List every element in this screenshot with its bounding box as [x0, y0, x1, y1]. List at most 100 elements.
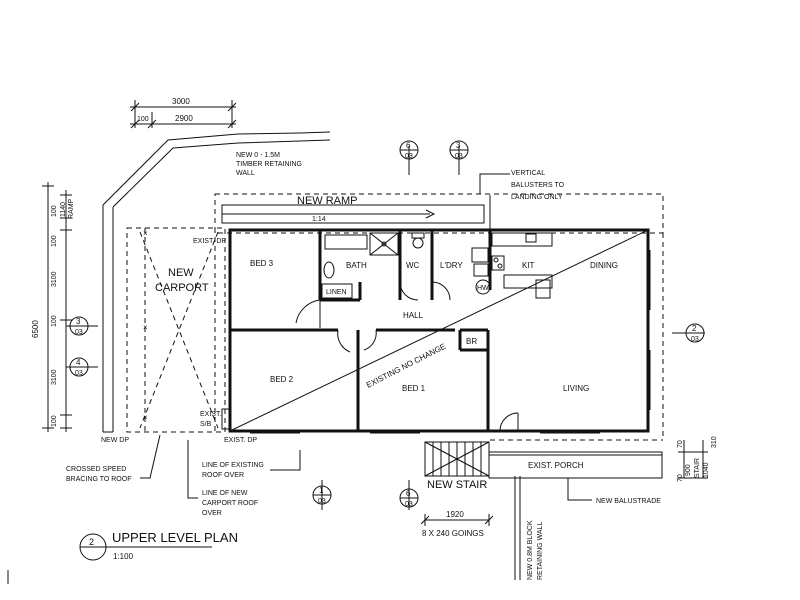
room-bed1: BED 1: [402, 384, 426, 393]
top-dimension-group: 3000 100 2900: [130, 97, 237, 129]
kitchen-bench-top: [491, 232, 553, 247]
house-walls: [228, 228, 650, 433]
hot-water-label: HW: [477, 285, 489, 292]
room-wc: WC: [406, 261, 420, 270]
new-dp: NEW DP: [101, 437, 129, 444]
svg-text:×: ×: [143, 413, 148, 422]
new-ramp-label: NEW RAMP: [297, 195, 358, 207]
line-of-new-carport-note: LINE OF NEW CARPORT ROOF OVER: [187, 440, 258, 517]
sink: [525, 233, 537, 243]
svg-text:03: 03: [691, 336, 699, 343]
svg-text:LINE OF EXISTING: LINE OF EXISTING: [202, 462, 264, 469]
existing-roof-outline-top: [214, 193, 664, 234]
room-kitchen: KIT: [522, 261, 535, 270]
dim-100-b: 100: [51, 235, 58, 247]
line-of-existing-roof-note: LINE OF EXISTING ROOF OVER: [202, 450, 301, 479]
room-bed3: BED 3: [250, 259, 274, 268]
dim-1140: 1140: [60, 202, 67, 217]
title-number: 2: [89, 537, 94, 547]
retaining-wall-note: NEW 0 - 1.5M TIMBER RETAINING WALL: [236, 152, 302, 177]
svg-text:900: 900: [685, 464, 692, 476]
svg-text:4: 4: [76, 358, 81, 367]
svg-text:NEW BALUSTRADE: NEW BALUSTRADE: [596, 498, 661, 505]
carport-labels: NEW CARPORT EXIST. DP EXIST. S/B EXIST. …: [101, 238, 257, 444]
exist-sb-line-1: EXIST.: [200, 411, 221, 418]
svg-text:RETAINING WALL: RETAINING WALL: [537, 522, 544, 580]
svg-text:3: 3: [456, 141, 461, 150]
new-balustrade-note: NEW BALUSTRADE: [567, 478, 661, 505]
svg-text:VERTICAL: VERTICAL: [511, 170, 545, 177]
stair-dimension: 1920 8 X 240 GOINGS: [420, 510, 494, 538]
windows: [250, 250, 651, 434]
retaining-note-line-2: TIMBER RETAINING: [236, 161, 302, 168]
dim-3100-a: 3100: [51, 271, 58, 287]
existing-no-change-line: [229, 229, 649, 432]
exist-dp-top: EXIST. DP: [193, 238, 226, 245]
section-marker-3-top: 3 03: [449, 140, 469, 175]
speed-bracing-2: [139, 231, 219, 429]
svg-text:OVER: OVER: [202, 510, 222, 517]
svg-text:CROSSED SPEED: CROSSED SPEED: [66, 466, 126, 473]
room-labels: BED 3 BATH WC L'DRY KIT DINING LINEN HW …: [250, 259, 618, 393]
section-marker-2-right: 2 03: [672, 323, 705, 343]
section-marker-6-top: 6 03: [399, 140, 419, 175]
svg-text:03: 03: [405, 153, 413, 160]
dim-6500: 6500: [31, 320, 40, 338]
shower: [369, 232, 399, 256]
svg-text:03: 03: [75, 370, 83, 377]
svg-text:03: 03: [455, 153, 463, 160]
svg-text:6: 6: [406, 141, 411, 150]
new-stair: NEW STAIR: [424, 441, 490, 491]
section-marker-4-left: 4 03: [66, 357, 98, 377]
exist-porch: EXIST. PORCH: [488, 451, 663, 479]
retaining-note-line-3: WALL: [236, 170, 255, 177]
svg-text:CARPORT ROOF: CARPORT ROOF: [202, 500, 258, 507]
svg-text:ROOF OVER: ROOF OVER: [202, 472, 244, 479]
svg-text:LINE OF NEW: LINE OF NEW: [202, 490, 248, 497]
room-dining: DINING: [590, 261, 618, 270]
new-carport-line-2: CARPORT: [155, 282, 209, 294]
new-stair-label: NEW STAIR: [427, 479, 487, 491]
basin: [323, 261, 335, 279]
exist-porch-label: EXIST. PORCH: [528, 461, 584, 470]
dim-2900: 2900: [175, 114, 193, 123]
left-dimension-group: 6500 100 1140 RAMP 100 3100 100 3100 100: [31, 182, 75, 432]
carport-roof-outline: [126, 227, 226, 433]
dim-3000: 3000: [172, 97, 190, 106]
svg-text:2: 2: [692, 324, 697, 333]
svg-text:STAIR: STAIR: [694, 458, 701, 478]
new-ramp: NEW RAMP 1:14: [221, 195, 485, 224]
hot-water-unit: [475, 279, 491, 295]
svg-text:1: 1: [319, 486, 324, 495]
bathtub: [324, 234, 368, 250]
svg-text:1040: 1040: [703, 462, 710, 478]
timber-retaining-wall: [102, 131, 331, 433]
section-marker-6-bottom: 6 03: [399, 480, 419, 510]
svg-text:03: 03: [405, 501, 413, 508]
svg-text:BRACING TO ROOF: BRACING TO ROOF: [66, 476, 131, 483]
svg-text:70: 70: [677, 474, 684, 482]
svg-text:03: 03: [318, 498, 326, 505]
room-bed2: BED 2: [270, 375, 294, 384]
dim-1920: 1920: [446, 510, 464, 519]
ramp-ratio: 1:14: [312, 216, 326, 223]
fixtures: [321, 232, 553, 299]
svg-text:NEW 0.8M BLOCK: NEW 0.8M BLOCK: [527, 520, 534, 580]
drawing-title: UPPER LEVEL PLAN: [112, 530, 238, 545]
exist-sb-line-2: S/B: [200, 421, 212, 428]
kitchen-island: [503, 274, 553, 289]
svg-text:310: 310: [711, 436, 718, 448]
drawing-scale: 1:100: [113, 552, 134, 561]
svg-text:6: 6: [406, 489, 411, 498]
room-hall: HALL: [403, 311, 424, 320]
existing-no-change-label: EXISTING NO CHANGE: [365, 342, 448, 390]
section-marker-1-bottom: 1 03: [312, 480, 332, 510]
room-laundry: L'DRY: [440, 261, 463, 270]
room-living: LIVING: [563, 384, 589, 393]
goings-label: 8 X 240 GOINGS: [422, 529, 484, 538]
dim-3100-b: 3100: [51, 369, 58, 385]
vertical-balusters-note: VERTICAL BALUSTERS TO LANDING ONLY: [479, 170, 565, 232]
dim-100: 100: [137, 116, 149, 123]
block-retaining-wall: NEW 0.8M BLOCK RETAINING WALL: [514, 476, 544, 580]
